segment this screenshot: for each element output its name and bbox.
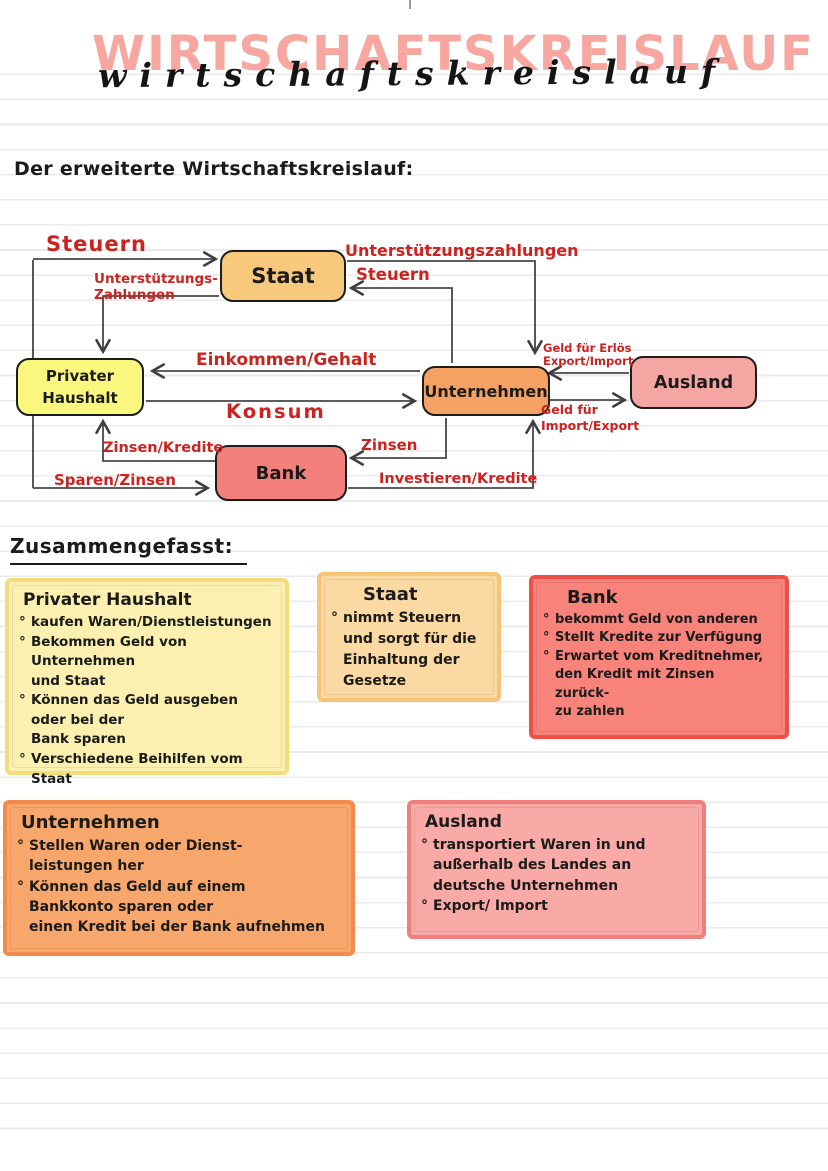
card-bullet: nimmt Steuern und sorgt für die Einhaltu… [331, 608, 485, 692]
page-divider-tick [409, 0, 411, 9]
summary-card-bank: Bank bekommt Geld von anderen Stellt Kre… [529, 575, 789, 739]
edge-label-einkommen: Einkommen/Gehalt [196, 350, 377, 370]
card-title: Staat [363, 584, 418, 605]
summary-card-staat: Staat nimmt Steuern und sorgt für die Ei… [317, 572, 501, 702]
intro-line: Der erweiterte Wirtschaftskreislauf: [14, 158, 414, 180]
card-bullet: Stellen Waren oder Dienst- leistungen he… [17, 836, 339, 877]
edge-label-unterstuetzung-left: Unterstützungs- Zahlungen [94, 271, 218, 303]
card-bullet-list: Stellen Waren oder Dienst- leistungen he… [17, 836, 339, 937]
card-bullet: bekommt Geld von anderen [543, 611, 773, 630]
card-bullet-list: kaufen Waren/Dienstleistungen Bekommen G… [19, 613, 273, 789]
summary-card-ausland: Ausland transportiert Waren in und außer… [407, 800, 706, 939]
summary-heading: Zusammengefasst: [10, 534, 248, 565]
node-staat: Staat [220, 250, 346, 302]
card-bullet-list: nimmt Steuern und sorgt für die Einhaltu… [331, 608, 485, 692]
page-title-script: wirtschaftskreislauf [97, 51, 729, 96]
edge-label-unterstuetzung-right: Unterstützungszahlungen [345, 241, 579, 260]
summary-card-unternehmen: Unternehmen Stellen Waren oder Dienst- l… [3, 800, 355, 956]
card-bullet: Können das Geld auf einem Bankkonto spar… [17, 877, 339, 938]
card-title: Unternehmen [21, 812, 160, 833]
node-ausland: Ausland [630, 356, 757, 409]
card-bullet: Können das Geld ausgeben oder bei der Ba… [19, 691, 273, 750]
card-title: Privater Haushalt [23, 590, 192, 610]
edge-label-zinsen-kredite: Zinsen/Kredite [103, 440, 224, 456]
edge-label-konsum: Konsum [226, 400, 326, 423]
page-title-highlight: WIRTSCHAFTSKREISLAUF [92, 26, 815, 82]
card-bullet: transportiert Waren in und außerhalb des… [421, 835, 690, 896]
edge-label-zinsen: Zinsen [361, 436, 418, 454]
card-bullet: kaufen Waren/Dienstleistungen [19, 613, 273, 633]
card-bullet: Erwartet vom Kreditnehmer, den Kredit mi… [543, 648, 773, 722]
node-unternehmen: Unternehmen [422, 366, 550, 416]
card-bullet: Verschiedene Beihilfen vom Staat [19, 750, 273, 789]
edge-label-geld-import: Geld für Import/Export [541, 402, 640, 434]
edge-label-geld-erloes: Geld für Erlös Export/Import [543, 341, 634, 369]
edge-label-steuern-right: Steuern [356, 265, 430, 284]
summary-card-privater-haushalt: Privater Haushalt kaufen Waren/Dienstlei… [5, 578, 289, 787]
card-bullet-list: bekommt Geld von anderen Stellt Kredite … [543, 611, 773, 722]
node-privater-haushalt: Privater Haushalt [16, 358, 144, 416]
edge-label-investieren: Investieren/Kredite [379, 471, 538, 487]
edge-label-steuern-left: Steuern [46, 232, 147, 256]
card-title: Bank [567, 587, 618, 608]
card-bullet-list: transportiert Waren in und außerhalb des… [421, 835, 690, 916]
edge-label-sparen-zinsen: Sparen/Zinsen [54, 471, 176, 489]
card-bullet: Bekommen Geld von Unternehmen und Staat [19, 633, 273, 692]
node-bank: Bank [215, 445, 347, 501]
card-bullet: Stellt Kredite zur Verfügung [543, 629, 773, 648]
card-bullet: Export/ Import [421, 896, 690, 917]
card-title: Ausland [425, 812, 502, 832]
